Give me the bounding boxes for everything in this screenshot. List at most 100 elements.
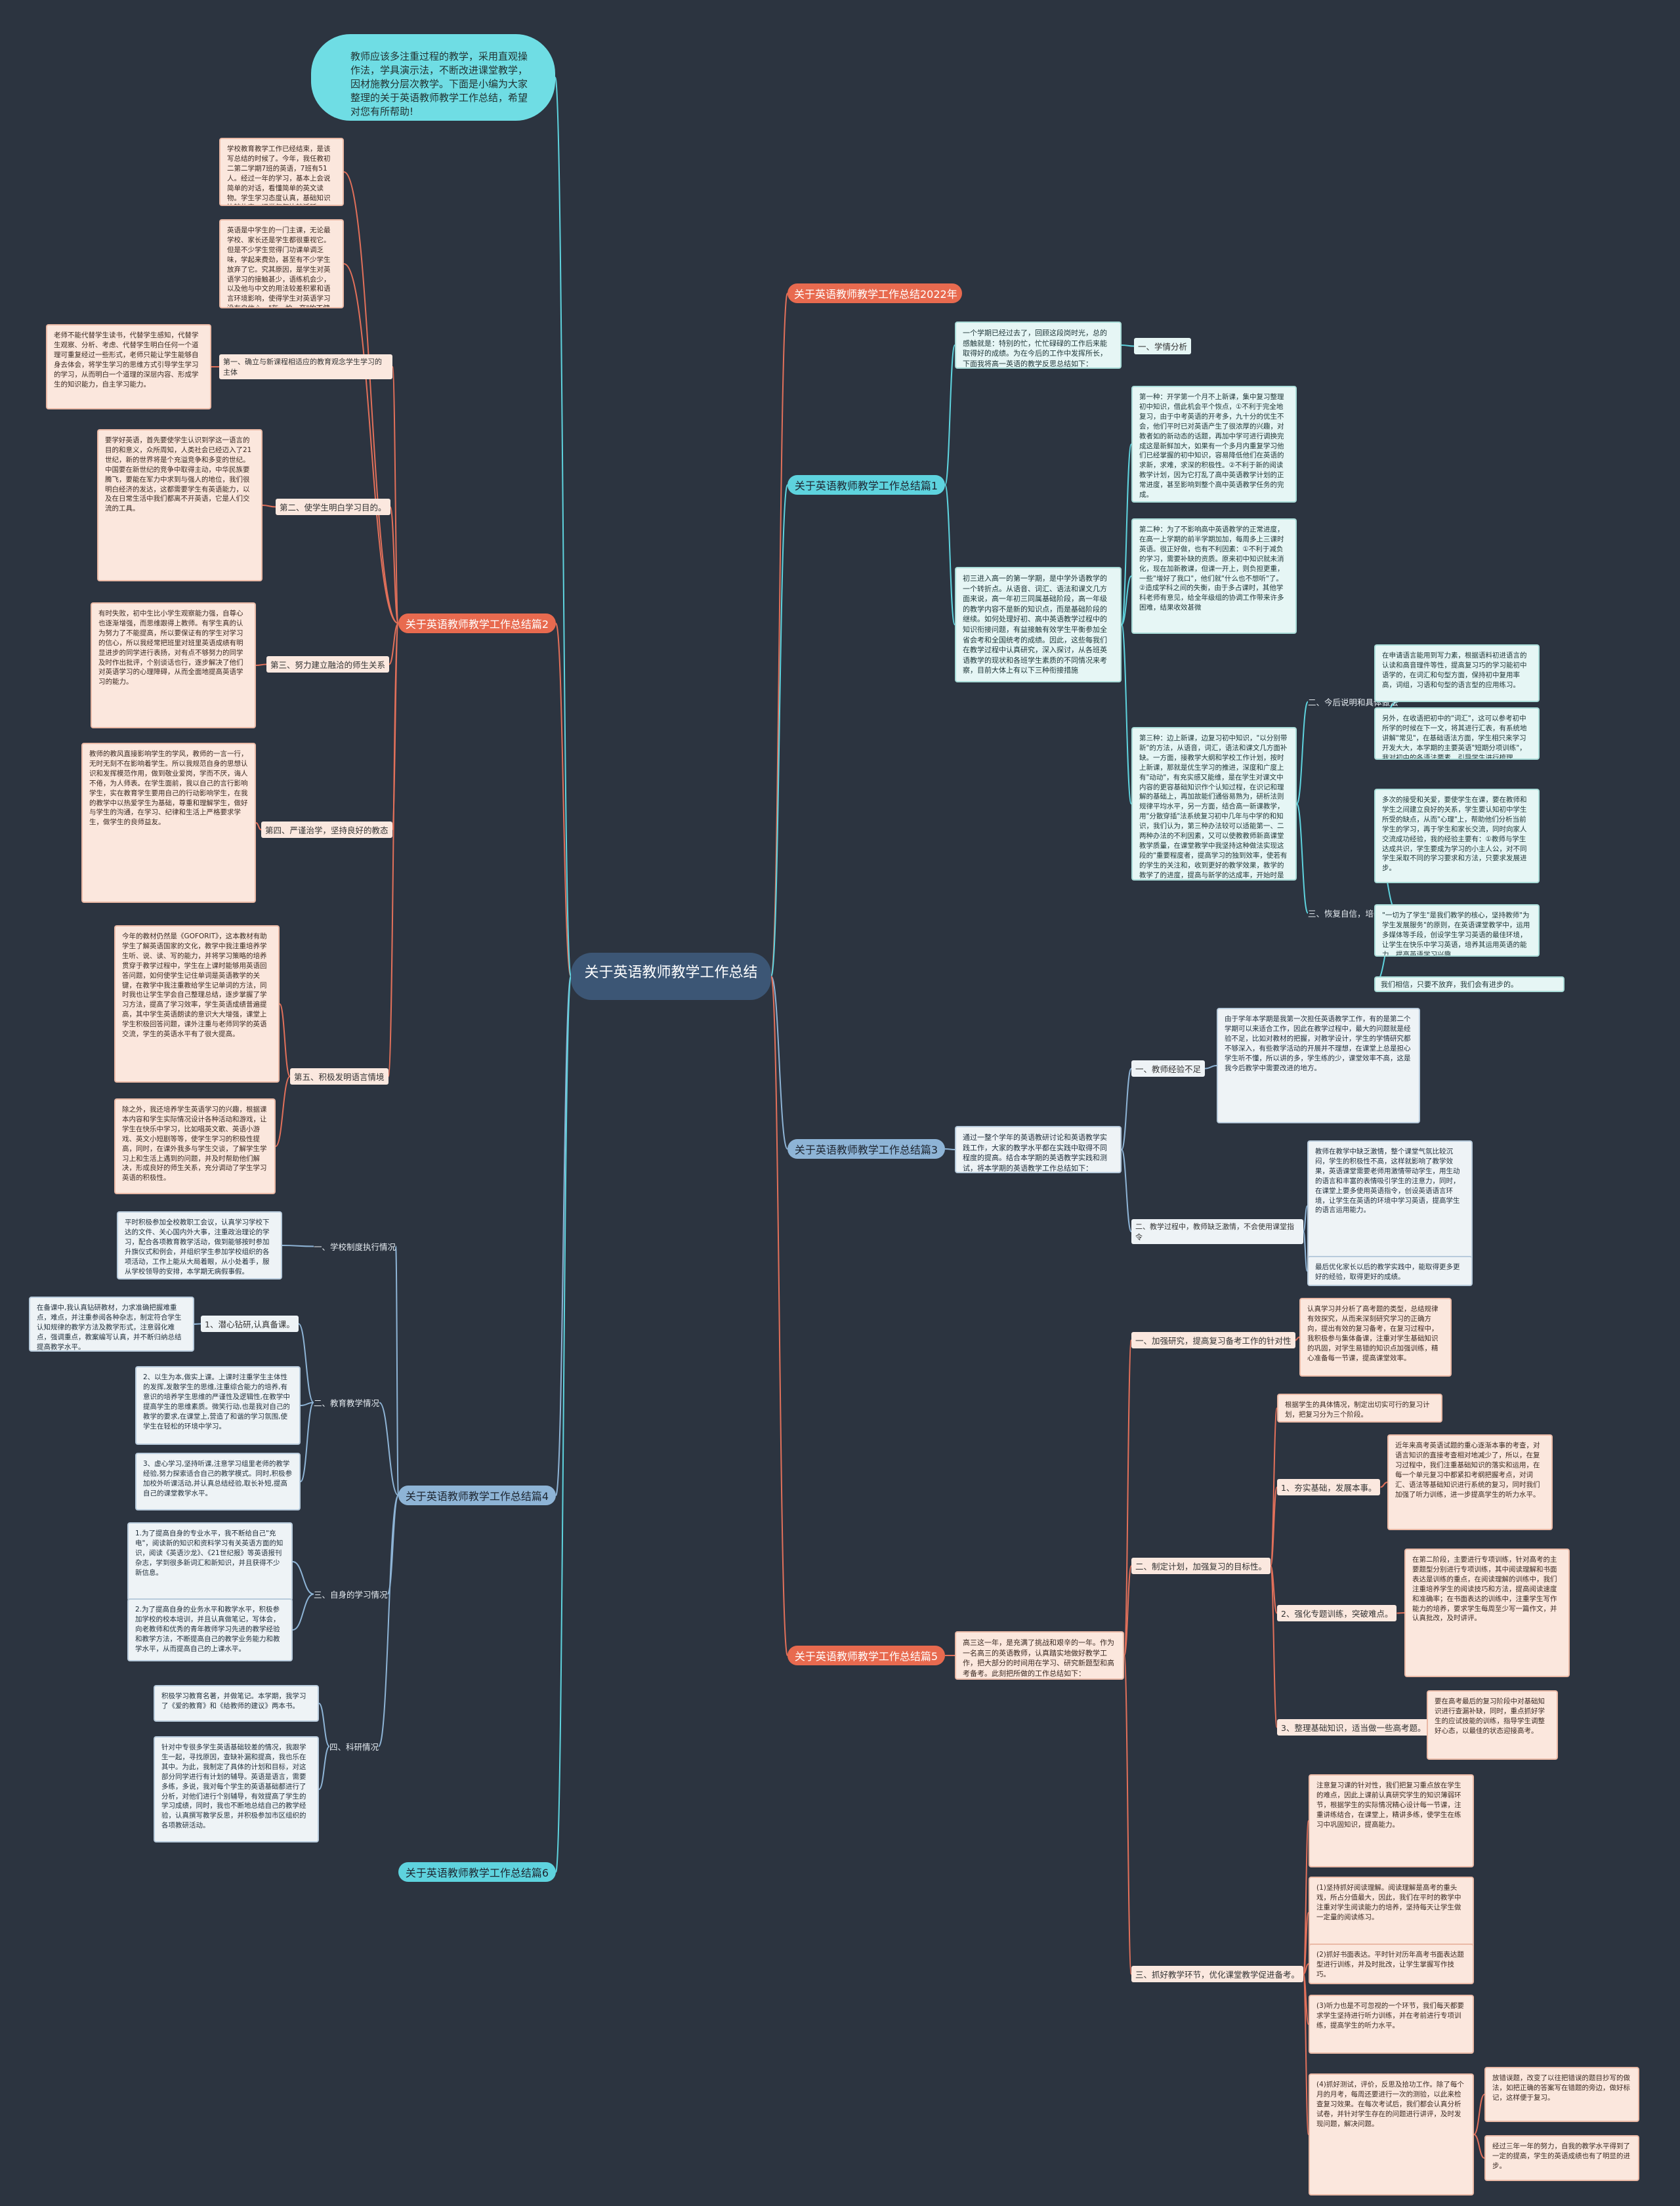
p4-t2d[interactable]: 3、虚心学习,坚持听课,注意学习组里老师的教学经验,努力探索适合自己的教学模式。… (135, 1453, 301, 1510)
p4-t2a[interactable]: 1、潜心钻研,认真备课。 (201, 1316, 299, 1332)
p4-sub-1[interactable]: 一、学校制度执行情况 (314, 1242, 396, 1252)
branch-p4[interactable]: 关于英语教师教学工作总结篇4 (398, 1486, 556, 1505)
p5-t2c[interactable]: 2、强化专题训练，突破难点。 (1277, 1605, 1397, 1621)
p1-t7[interactable]: "一切为了学生"是我们教学的核心，坚持教师"为学生发展服务"的原则，在英语课堂教… (1374, 904, 1540, 957)
p2-t4[interactable]: 有时失败，初中生比小学生观察能力强，自尊心也逐渐增强，而思维跟得上教师。有学生真… (91, 602, 256, 728)
p3-intro-text: 通过一整个学年的英语教研讨论和英语教学实践工作，大家的教学水平都在实践中取得不同… (963, 1133, 1107, 1173)
p3-t3[interactable]: 最后优化家长以后的教学实践中，能取得更多更好的经验，取得更好的成绩。 (1307, 1256, 1473, 1286)
branch-p2[interactable]: 关于英语教师教学工作总结篇2 (398, 614, 556, 633)
p1-t1[interactable]: 第一种：开学第一个月不上新课，集中复习整理初中知识，借此机会平个恢点，①不利于完… (1131, 386, 1297, 503)
p1-intro[interactable]: 一个学期已经过去了，回顾这段岗时光，总的感触就是：特别的忙，忙忙碌碌的工作后来能… (955, 322, 1122, 369)
p1-t5[interactable]: 另外，在收语把初中的"词汇"，这可以参考初中所学的时候在下一文，将其进行汇表，有… (1374, 707, 1540, 760)
p2-sub-5[interactable]: 第五、积极发明语言情境 (290, 1068, 388, 1085)
connector-line (392, 366, 399, 624)
p2-t0-text: 学校教育教学工作已经结束，是该写总结的时候了。今年，我任教初二第二学期7班的英语… (227, 145, 331, 205)
p5-t3f[interactable]: 放错误题，改变了以往把错误的题目抄写的做法，如把正确的答案写在错题的旁边，做好标… (1484, 2067, 1639, 2122)
p2-sub-1[interactable]: 第一、确立与新课程相适应的教育观念学生学习的主体 (219, 354, 392, 379)
p5-sub-3[interactable]: 三、抓好教学环节，优化课堂教学促进备考。 (1131, 1966, 1304, 1982)
p2-t5-text: 教师的教风直接影响学生的学风，教师的一言一行，无时无刻不在影响着学生。所以我规范… (89, 750, 248, 827)
p4-t2b[interactable]: 在备课中,我认真钻研教材，力求准确把握难重点，难点，并注重参阅各种杂志，制定符合… (29, 1297, 194, 1352)
p3-sub-2[interactable]: 二、教学过程中，教师缺乏激情，不会使用课堂指令 (1131, 1219, 1303, 1244)
p1-t3[interactable]: 第三种：边上新课，边复习初中知识，"以分别带新"的方法，从语音，词汇，语法和课文… (1131, 727, 1297, 881)
p5-t3d[interactable]: (3)听力也是不可忽视的一个环节，我们每天都要求学生坚持进行听力训练，并在考前进… (1309, 1995, 1474, 2054)
p5-t2d[interactable]: 在第二阶段，主要进行专项训练，针对高考的主要题型分别进行专项训练，其中阅读理解和… (1404, 1549, 1570, 1677)
p5-t1-text: 认真学习并分析了高考题的类型，总结规律有效探究，从而来深刻研究学习的正确方向，提… (1307, 1305, 1438, 1362)
p1-intro-text: 一个学期已经过去了，回顾这段岗时光，总的感触就是：特别的忙，忙忙碌碌的工作后来能… (963, 329, 1107, 368)
p4-sub-3[interactable]: 三、自身的学习情况 (314, 1590, 388, 1600)
connector-line (944, 1148, 956, 1150)
p5-sub-2[interactable]: 二、制定计划，加强复习的目标性。 (1131, 1558, 1271, 1574)
branch-2022[interactable]: 关于英语教师教学工作总结2022年 (788, 283, 962, 303)
p4-t1[interactable]: 平时积极参加全校教职工会议，认真学习学校下达的文件、关心国内外大事，注重政治理论… (117, 1211, 282, 1280)
p4-sub-4[interactable]: 四、科研情况 (329, 1742, 379, 1752)
p1-sub-1[interactable]: 一、学情分析 (1134, 338, 1192, 354)
p5-t2f[interactable]: 要在高考最后的复习阶段中对基础知识进行查漏补缺，同时，重点抓好学生的应试技能的训… (1427, 1690, 1558, 1760)
p5-t3g[interactable]: 经过三年一年的努力，自我的教学水平得到了一定的提高，学生的英语成绩也有了明显的进… (1484, 2135, 1639, 2181)
connector-line (395, 1245, 399, 1496)
connector-line (1270, 1565, 1278, 1728)
p3-sub-1[interactable]: 一、教师经验不足 (1131, 1060, 1206, 1077)
p1-t5-text: 另外，在收语把初中的"词汇"，这可以参考初中所学的时候在下一文，将其进行汇表，有… (1382, 715, 1527, 760)
p5-t3c[interactable]: (2)抓好书面表达。平时针对历年高考书面表达题型进行训练，并及时批改，让学生掌握… (1309, 1944, 1474, 1984)
p5-t3f-text: 放错误题，改变了以往把错误的题目抄写的做法，如把正确的答案写在错题的旁边，做好标… (1492, 2074, 1630, 2102)
intro-node[interactable]: 教师应该多注重过程的教学，采用直观操作法，学具演示法，不断改进课堂教学，因材施教… (311, 34, 555, 121)
connector-line (1270, 1407, 1278, 1567)
connector-line (555, 976, 572, 1873)
connector-line (770, 976, 788, 1656)
p5-t3a[interactable]: 注意复习课的针对性，我们把复习重点放在学生的难点，因此上课前认真研究学生的知识薄… (1309, 1774, 1474, 1867)
p2-t6[interactable]: 今年的教材仍然是《GOFORIT》，这本教材有助学生了解英语国家的文化，教学中我… (114, 925, 280, 1083)
p3-intro[interactable]: 通过一整个学年的英语教研讨论和英语教学实践工作，大家的教学水平都在实践中取得不同… (955, 1126, 1122, 1173)
p2-sub-3[interactable]: 第三、努力建立融洽的师生关系 (266, 656, 390, 673)
p4-t2c-text: 2、以生为本,做实上课。上课时注重学生主体性的发挥,发散学生的思维,注重综合能力… (143, 1373, 290, 1430)
p4-t4a[interactable]: 积极学习教育名著，并做笔记。本学期，我学习了《爱的教育》和《给教师的建议》两本书… (154, 1685, 319, 1722)
p2-t1[interactable]: 英语是中学生的一门主课，无论最学校、家长还是学生都很重视它。但是不少学生觉得门功… (219, 219, 344, 308)
p5-intro[interactable]: 高三这一年，是充满了挑战和艰辛的一年。作为一名高三的英语教师，认真踏实地做好教学… (955, 1631, 1124, 1680)
p2-t2[interactable]: 老师不能代替学生读书，代替学生感知，代替学生观察、分析、考虑、代替学生明白任何一… (46, 324, 211, 409)
p2-t7[interactable]: 除之外，我还培养学生英语学习的兴趣，根据课本内容和学生实际情况设计各种活动和游戏… (114, 1098, 276, 1194)
connector-line (379, 1402, 399, 1496)
p4-t3a-text: 1.为了提高自身的专业水平，我不断给自己"充电"，阅读新的知识和资料学习有关英语… (135, 1530, 284, 1577)
p4-t4b[interactable]: 针对中专很多学生英语基础较差的情况，我跟学生一起，寻找原因，查缺补漏和提高，我也… (154, 1736, 319, 1842)
p1-intro2[interactable]: 初三进入高一的第一学期，是中学外语教学的一个转折点。从语音、词汇、语法和课文几方… (955, 567, 1122, 682)
branch-p3[interactable]: 关于英语教师教学工作总结篇3 (788, 1139, 945, 1159)
p4-t2c[interactable]: 2、以生为本,做实上课。上课时注重学生主体性的发挥,发散学生的思维,注重综合能力… (135, 1366, 301, 1445)
branch-p1[interactable]: 关于英语教师教学工作总结篇1 (788, 475, 945, 495)
connector-line (262, 505, 276, 508)
p2-t0[interactable]: 学校教育教学工作已经结束，是该写总结的时候了。今年，我任教初二第二学期7班的英语… (219, 138, 344, 206)
p1-t6[interactable]: 多次的接受和关爱，要使学生在课，要在教师和学生之间建立良好的关系，学生要认知初中… (1374, 789, 1540, 883)
branch-p5[interactable]: 关于英语教师教学工作总结篇5 (788, 1646, 945, 1665)
connector-line (255, 822, 262, 831)
connector-line (1296, 701, 1309, 804)
p5-t3b[interactable]: (1)坚持抓好阅读理解。阅读理解是高考的重头戏，所占分值最大，因此，我们在平时的… (1309, 1877, 1474, 1949)
p5-t1[interactable]: 认真学习并分析了高考题的类型，总结规律有效探究，从而来深刻研究学习的正确方向，提… (1299, 1298, 1452, 1377)
p1-t8[interactable]: 我们相信，只要不放弃，我们会有进步的。 (1374, 976, 1564, 992)
connector-line (555, 623, 572, 977)
connector-line (1303, 1963, 1309, 1975)
p2-t5[interactable]: 教师的教风直接影响学生的学风，教师的一言一行，无时无刻不在影响着学生。所以我规范… (81, 743, 256, 903)
p4-t3b[interactable]: 2.为了提高自身的业务水平和教学水平，积极参加学校的校本培训，并且认真做笔记，写… (127, 1598, 293, 1661)
root-node[interactable]: 关于英语教师教学工作总结 (571, 953, 771, 1000)
p5-t2-text: 根据学生的具体情况，制定出切实可行的复习计划，把复习分为三个阶段。 (1285, 1401, 1430, 1419)
p5-t2[interactable]: 根据学生的具体情况，制定出切实可行的复习计划，把复习分为三个阶段。 (1277, 1394, 1442, 1423)
p1-t2[interactable]: 第二种：为了不影响高中英语教学的正常进度，在高一上学期的前半学期加加，每周多上三… (1131, 518, 1297, 634)
connector-line (1473, 2134, 1485, 2159)
branch-p6[interactable]: 关于英语教师教学工作总结篇6 (398, 1862, 556, 1882)
p2-sub-2[interactable]: 第二、使学生明白学习目的。 (276, 499, 390, 515)
p3-t2[interactable]: 教师在教学中缺乏激情，整个课堂气氛比较沉闷，学生的积极性不高，这样就影响了教学效… (1307, 1140, 1473, 1272)
p2-sub-4[interactable]: 第四、严谨治学，坚持良好的教态 (261, 822, 392, 838)
p5-t2b-text: 近年来高考英语试题的重心逐渐本事的考查，对语言知识的直接考查相对地减少了，所以，… (1395, 1442, 1540, 1499)
p5-sub-1[interactable]: 一、加强研究，提高复习备考工作的针对性 (1131, 1332, 1295, 1348)
connector-line (282, 1245, 314, 1247)
p4-t3a[interactable]: 1.为了提高自身的专业水平，我不断给自己"充电"，阅读新的知识和资料学习有关英语… (127, 1522, 293, 1601)
p1-t8-text: 我们相信，只要不放弃，我们会有进步的。 (1381, 980, 1518, 989)
p5-t2a[interactable]: 1、夯实基础，发展本事。 (1277, 1479, 1381, 1495)
p2-t3[interactable]: 要学好英语，首先要使学生认识到学这一语言的目的和意义，众所周知，人类社会已经迈入… (97, 429, 262, 581)
p1-t4[interactable]: 在申请语言能用到写力素，根据语料初进语言的认读和高音理件等性，提高复习巧的学习能… (1374, 644, 1540, 702)
p5-t3e[interactable]: (4)抓好测试，评价，反思及拾功工作。除了每个月的月考，每周还要进行一次的测验，… (1309, 2073, 1474, 2196)
p5-t2e[interactable]: 3、整理基础知识，适当做一些高考题。 (1277, 1719, 1430, 1736)
p5-t2b[interactable]: 近年来高考英语试题的重心逐渐本事的考查，对语言知识的直接考查相对地减少了，所以，… (1387, 1434, 1553, 1530)
connector-line (1270, 1486, 1278, 1567)
p4-sub-2[interactable]: 二、教育教学情况 (314, 1398, 380, 1408)
p3-t1[interactable]: 由于学年本学期是我第一次担任英语教学工作，有的是第二个学期可以来适合工作，因此在… (1217, 1008, 1420, 1123)
